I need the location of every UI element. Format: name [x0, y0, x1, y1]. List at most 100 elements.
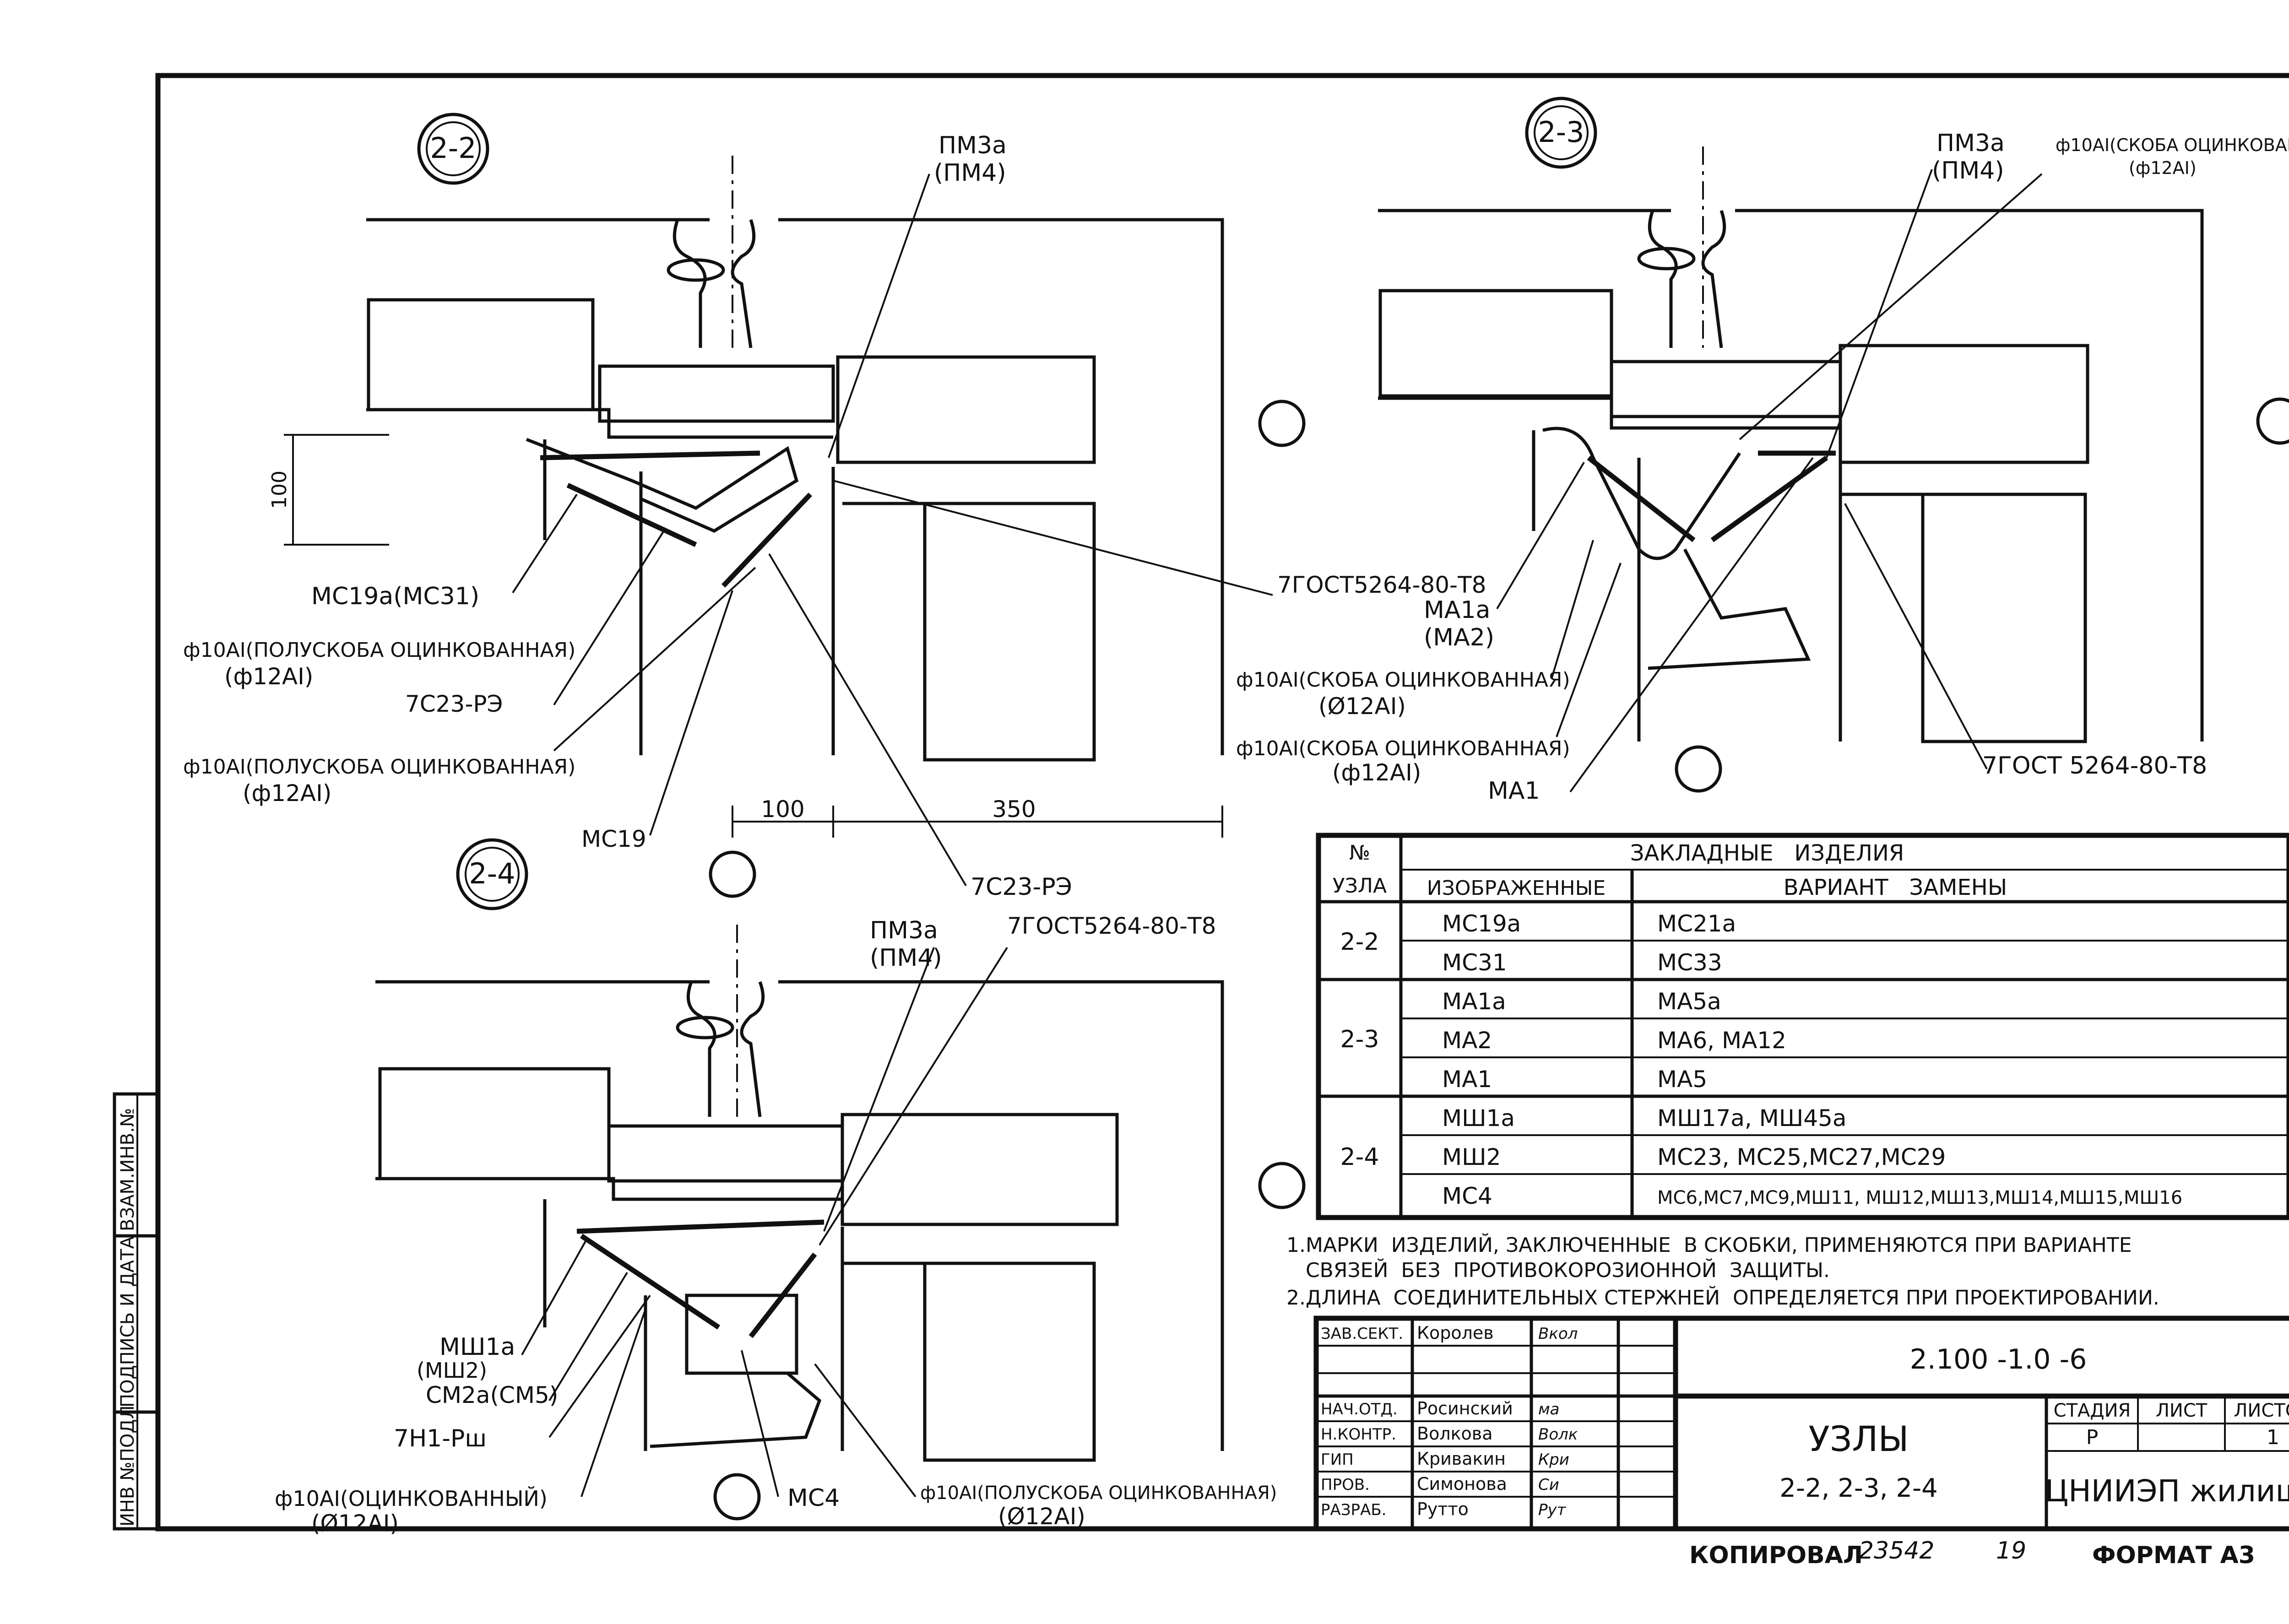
callout-pm3a: ПМ3а [870, 917, 938, 944]
stamp-sign: ПОДПИСЬ И ДАТА [117, 1236, 138, 1407]
table-header-alt: ВАРИАНТ ЗАМЕНЫ [1784, 875, 2007, 900]
tb-role: РАЗРАБ. [1321, 1501, 1386, 1519]
tb-name: Росинский [1417, 1398, 1513, 1418]
callout-polu-2-alt: (ф12АI) [243, 780, 331, 807]
callout-cm2a: СМ2а(СМ5) [426, 1382, 558, 1408]
callout-ph10-alt: (Ø12АI) [311, 1510, 399, 1537]
callout-pm3a: ПМ3а [1936, 130, 2005, 157]
callout-skoba-2: ф10АI(СКОБА ОЦИНКОВАННАЯ) [1236, 668, 1570, 692]
insulation-block [1378, 289, 1613, 398]
table-node: 2-2 [1340, 928, 1379, 956]
tb-name: Рутто [1417, 1499, 1469, 1519]
tb-role: Н.КОНТР. [1321, 1425, 1396, 1444]
table-cell-shown: МС31 [1442, 949, 1507, 976]
footer: КОПИРОВАЛ 23542 19 ФОРМАТ А3 [1689, 1537, 2255, 1569]
callout-skoba-2-alt: (Ø12АI) [1318, 693, 1406, 720]
tb-role: НАЧ.ОТД. [1321, 1400, 1398, 1418]
footer-copied: КОПИРОВАЛ [1689, 1542, 1863, 1569]
table-header-main: ЗАКЛАДНЫЕ ИЗДЕЛИЯ [1630, 840, 1904, 866]
title-block: ЗАВ.СЕКТ. Королев Вкол НАЧ.ОТД. Росински… [1313, 1315, 2289, 1532]
tb-signature: Рут [1538, 1501, 1567, 1519]
callout-skoba-3-alt: (ф12АI) [1332, 759, 1421, 786]
table-cell-shown: МА1а [1442, 988, 1506, 1015]
stage-header: СТАДИЯ [2054, 1400, 2131, 1421]
note-line: 1.МАРКИ ИЗДЕЛИЙ, ЗАКЛЮЧЕННЫЕ В СКОБКИ, П… [1286, 1233, 2132, 1257]
table-cell-shown: МШ1а [1442, 1105, 1515, 1131]
sheets-value: 1 [2267, 1426, 2279, 1449]
callout-c23-1: 7С23-РЭ [405, 691, 503, 717]
tb-signature: Си [1538, 1476, 1559, 1494]
tb-signature: Волк [1538, 1425, 1578, 1444]
table-cell-alt: МС6,МС7,МС9,МШ11, МШ12,МШ13,МШ14,МШ15,МШ… [1657, 1187, 2182, 1208]
dim-350: 350 [992, 796, 1036, 823]
table-node: 2-3 [1340, 1026, 1379, 1053]
sheet-frame [155, 73, 2289, 1532]
detail-tag: 2-3 [1538, 115, 1584, 149]
tb-name: Кривакин [1417, 1449, 1506, 1469]
stamp-vzam: ВЗАМ.ИНВ.№ [117, 1108, 138, 1231]
tb-name: Королев [1417, 1323, 1494, 1343]
callout-mc4: МС4 [787, 1484, 840, 1512]
table-cell-alt: МС23, МС25,МС27,МС29 [1657, 1144, 1946, 1170]
dim-100: 100 [761, 796, 804, 823]
detail-tag-circle [1525, 97, 1597, 169]
stamp-inv: ИНВ №ПОДЛ [117, 1405, 138, 1527]
notes: 1.МАРКИ ИЗДЕЛИЙ, ЗАКЛЮЧЕННЫЕ В СКОБКИ, П… [1286, 1233, 2159, 1310]
detail-2-4: 2-4 ПМ3а (ПМ4) 7ГОСТ5264-80-Т8 МШ1а (МШ2… [275, 838, 1306, 1537]
callout-gost: 7ГОСТ 5264-80-Т8 [1982, 752, 2207, 780]
stage-value: Р [2086, 1426, 2099, 1449]
table-cell-alt: МА6, МА12 [1657, 1027, 1786, 1054]
callout-mc19a: МС19а(МС31) [311, 583, 479, 610]
table-cell-shown: МА1 [1442, 1066, 1492, 1093]
callout-c23-2: 7С23-РЭ [971, 873, 1072, 901]
insulation-block [1839, 344, 2089, 464]
callout-polu: ф10АI(ПОЛУСКОБА ОЦИНКОВАННАЯ) [920, 1483, 1277, 1504]
callout-polu-2: ф10АI(ПОЛУСКОБА ОЦИНКОВАННАЯ) [183, 755, 575, 779]
organization: ЦНИИЭП жилища [2045, 1473, 2289, 1509]
footer-format: ФОРМАТ А3 [2092, 1542, 2255, 1569]
detail-2-3: 2-3 ПМ3а (ПМ4) ф10АI(СКОБА ОЦИНКОВАННАЯ)… [1236, 97, 2289, 805]
table-cell-shown: МС19а [1442, 910, 1521, 937]
callout-polu-1-alt: (ф12АI) [224, 663, 313, 690]
callout-ma1: МА1 [1488, 777, 1540, 805]
insulation-block [841, 1113, 1119, 1226]
table-cell-shown: МС4 [1442, 1183, 1492, 1209]
table-header-no: № [1349, 841, 1370, 865]
insulation-block [923, 1261, 1096, 1462]
callout-gost: 7ГОСТ5264-80-Т8 [1277, 572, 1486, 598]
callout-skoba-alt: (ф12АI) [2129, 158, 2197, 178]
table-cell-alt: МА5 [1657, 1066, 1707, 1093]
callout-ph10: ф10АI(ОЦИНКОВАННЫЙ) [275, 1486, 548, 1511]
detail-2-2: 2-2 100 100 350 ПМ3а (ПМ4) 7ГОСТ5264-80-… [183, 113, 1486, 901]
callout-skoba: ф10АI(СКОБА ОЦИНКОВАННАЯ) [2056, 135, 2289, 155]
tb-signature: ма [1538, 1400, 1559, 1418]
sheets-header: ЛИСТОВ [2234, 1400, 2289, 1421]
tb-name: Симонова [1417, 1474, 1507, 1494]
side-stamp: ИНВ №ПОДЛ ПОДПИСЬ И ДАТА ВЗАМ.ИНВ.№ [113, 1092, 160, 1531]
footer-number-2: 19 [1996, 1537, 2026, 1564]
table-cell-alt: МС21а [1657, 910, 1736, 937]
tb-signature: Вкол [1538, 1325, 1578, 1343]
callout-gost: 7ГОСТ5264-80-Т8 [1007, 913, 1216, 939]
table-cell-shown: МШ2 [1442, 1144, 1501, 1170]
table-cell-alt: МС33 [1657, 949, 1722, 976]
doc-code: 2.100 -1.0 -6 [1910, 1343, 2087, 1375]
detail-tag: 2-2 [430, 131, 476, 165]
tb-role: ЗАВ.СЕКТ. [1321, 1325, 1403, 1343]
tb-role: ПРОВ. [1321, 1476, 1370, 1494]
embedded-items-table: № УЗЛА ЗАКЛАДНЫЕ ИЗДЕЛИЯ ИЗОБРАЖЕННЫЕ ВА… [1316, 833, 2289, 1220]
footer-number: 23542 [1859, 1537, 1934, 1564]
callout-mc19: МС19 [581, 826, 646, 852]
callout-pm4: (ПМ4) [1932, 157, 2004, 184]
detail-tag: 2-4 [469, 857, 515, 890]
callout-polu-alt: (Ø12АI) [998, 1503, 1085, 1530]
tb-signature: Кри [1538, 1451, 1569, 1469]
callout-pm4: (ПМ4) [870, 944, 942, 972]
insulation-block [367, 298, 595, 411]
callout-ma2: (МА2) [1424, 624, 1494, 651]
note-line: СВЯЗЕЙ БЕЗ ПРОТИВОКОРОЗИОННОЙ ЗАЩИТЫ. [1286, 1258, 1830, 1282]
callout-msh2: (МШ2) [417, 1358, 487, 1383]
detail-tag-circle [456, 838, 528, 910]
tb-name: Волкова [1417, 1424, 1493, 1444]
